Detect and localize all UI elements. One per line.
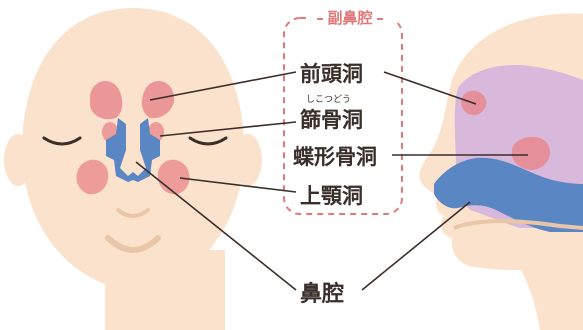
header-title-text: 副鼻腔 <box>327 9 372 27</box>
header-dash-right <box>377 18 383 20</box>
label-frontal-sinus: 前頭洞 <box>300 58 363 88</box>
label-sphenoid-sinus: 蝶形骨洞 <box>293 141 377 171</box>
side-face <box>420 14 583 330</box>
front-face <box>4 8 262 330</box>
header-title: 副鼻腔 <box>306 6 394 30</box>
label-ethmoid-sinus: 篩骨洞 <box>300 104 363 134</box>
header-dash-left <box>317 18 323 20</box>
side-neck <box>520 268 583 330</box>
label-maxillary-sinus: 上顎洞 <box>300 180 363 210</box>
label-nasal-cavity: 鼻腔 <box>300 276 344 308</box>
